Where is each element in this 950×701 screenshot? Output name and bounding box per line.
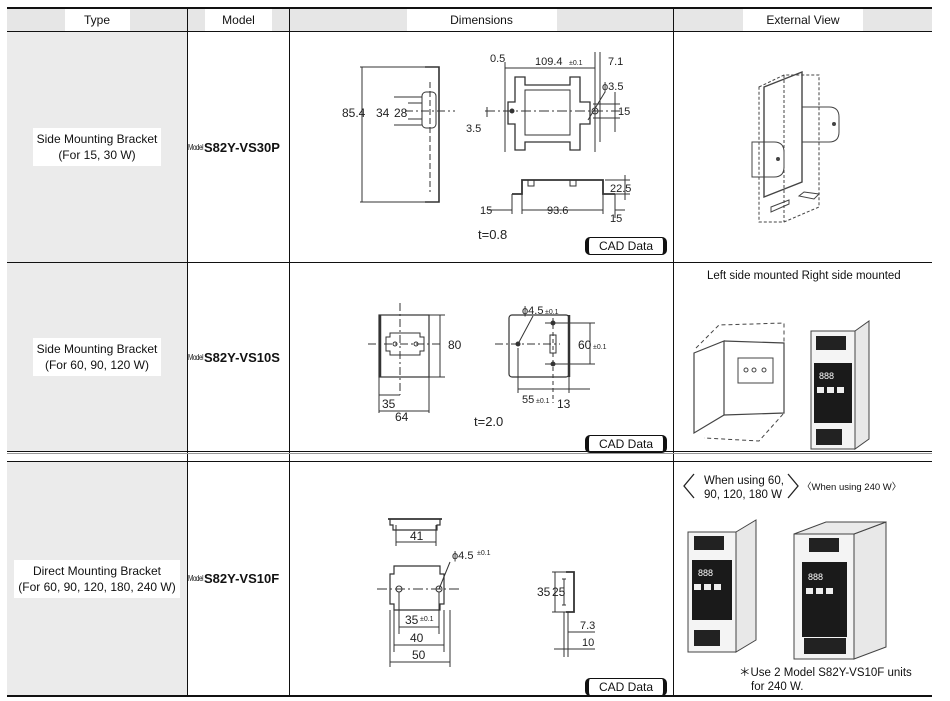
row-divider — [7, 461, 932, 462]
bracket-table: Type Model Dimensions External View Side… — [7, 7, 932, 697]
dim-label: 93.6 — [547, 205, 568, 217]
dim-label: 50 — [412, 648, 426, 662]
thickness-label: t=2.0 — [474, 414, 503, 429]
dim-label: 3.5 — [466, 123, 481, 135]
dim-label: ϕ3.5 — [602, 81, 623, 93]
external-view-cell: Left side mounted Right side mounted 888 — [674, 263, 932, 451]
dim-label: 41 — [410, 529, 424, 543]
dim-tolerance: ±0.1 — [477, 550, 491, 557]
dimensions-drawing: 80 35 64 ϕ4.5 ±0.1 60 ±0.1 55 ±0.1 13 t=… — [290, 263, 673, 453]
type-wattage: (For 60, 90, 120 W) — [44, 358, 150, 372]
dim-label: 35 — [382, 397, 396, 411]
row-divider — [7, 453, 932, 454]
dim-label: 35 — [405, 613, 419, 627]
dim-label: 64 — [395, 410, 409, 424]
type-name: Side Mounting Bracket — [36, 132, 158, 146]
dim-label: 34 — [376, 106, 390, 120]
footnote-line: ＊Use 2 Model S82Y-VS10F units — [739, 667, 912, 679]
dim-label: 10 — [582, 637, 594, 649]
dim-label: ϕ4.5 — [452, 550, 473, 562]
led-display: 888 — [808, 572, 823, 582]
table-bottom-border — [7, 695, 932, 697]
header-external-view: External View — [674, 9, 932, 32]
divider — [289, 9, 290, 695]
model-number: S82Y-VS10F — [204, 571, 280, 586]
dim-label: 15 — [480, 205, 492, 217]
footnote-line: for 240 W. — [751, 681, 804, 693]
dim-label: ϕ4.5 — [522, 305, 543, 317]
dimensions-drawing: 85.4 34 28 0.5 109.4 ±0.1 7.1 ϕ3.5 3.5 1… — [290, 32, 673, 262]
dim-label: 55 — [522, 394, 534, 406]
model-number: S82Y-VS10S — [204, 349, 280, 365]
divider — [673, 9, 674, 695]
dim-label: 85.4 — [342, 106, 366, 120]
bracket-illustration: 888 — [693, 320, 870, 450]
caption-60-180w: When using 60, 90, 120, 180 W — [704, 474, 784, 502]
dim-label: 7.3 — [580, 620, 595, 632]
mount-side-caption: Left side mounted Right side mounted — [707, 270, 901, 282]
row-divider — [7, 451, 932, 452]
model-number: S82Y-VS30P — [204, 139, 280, 155]
header-model: Model — [188, 9, 289, 32]
header-dimensions: Dimensions — [290, 9, 673, 32]
footnote: ＊Use 2 Model S82Y-VS10F units for 240 W. — [739, 666, 912, 694]
model-prefix: Model — [188, 142, 204, 152]
dim-label: 22.5 — [610, 183, 631, 195]
cad-data-button[interactable]: CAD Data — [585, 678, 667, 696]
external-view-cell: 888 888 When using 60, 90, 120, 180 W 〈W… — [674, 462, 932, 695]
dim-label: 0.5 — [490, 53, 505, 65]
cad-data-button[interactable]: CAD Data — [585, 435, 667, 453]
type-wattage: (For 60, 90, 120, 180, 240 W) — [18, 579, 176, 594]
type-cell: Side Mounting Bracket (For 60, 90, 120 W) — [7, 263, 187, 451]
type-cell: Side Mounting Bracket (For 15, 30 W) — [7, 32, 187, 262]
dim-tolerance: ±0.1 — [545, 309, 559, 316]
dim-label: 25 — [552, 585, 566, 599]
caption-240w: 〈When using 240 W〉 — [802, 482, 902, 493]
type-name: Direct Mounting Bracket — [32, 563, 162, 578]
cad-data-button[interactable]: CAD Data — [585, 237, 667, 255]
caption-line: 90, 120, 180 W — [704, 489, 782, 501]
type-wattage: (For 15, 30 W) — [58, 148, 136, 162]
dim-label: 28 — [394, 106, 408, 120]
model-prefix: Model — [188, 574, 204, 583]
dim-label: 80 — [448, 338, 462, 352]
dim-label: 13 — [557, 397, 571, 411]
thickness-label: t=0.8 — [478, 227, 507, 242]
led-display: 888 — [698, 568, 713, 578]
dim-label: 35 — [537, 585, 551, 599]
dim-tolerance: ±0.1 — [420, 616, 434, 623]
dim-label: 60 — [578, 338, 592, 352]
dimension-diagram: 85.4 34 28 0.5 109.4 ±0.1 7.1 ϕ3.5 3.5 1… — [342, 52, 631, 242]
dim-label: 40 — [410, 631, 424, 645]
dim-tolerance: ±0.1 — [569, 60, 583, 67]
bracket-illustration: 888 888 — [683, 473, 887, 660]
dim-tolerance: ±0.1 — [536, 398, 550, 405]
dim-label: 15 — [610, 213, 622, 225]
dim-label: 109.4 — [535, 56, 563, 68]
led-display: 888 — [819, 371, 834, 381]
bracket-illustration — [751, 70, 840, 223]
type-cell: Direct Mounting Bracket(For 60, 90, 120,… — [7, 462, 187, 695]
caption-line: When using 60, — [704, 475, 784, 487]
dimensions-drawing: 41 ϕ4.5 ±0.1 35 ±0.1 40 50 35 25 7.3 10 … — [290, 462, 673, 696]
dim-label: 7.1 — [608, 56, 623, 68]
type-name: Side Mounting Bracket — [36, 342, 158, 356]
row-divider — [7, 262, 932, 263]
divider — [187, 9, 188, 695]
dimension-diagram: 41 ϕ4.5 ±0.1 35 ±0.1 40 50 35 25 7.3 10 — [377, 518, 595, 667]
header-type: Type — [7, 9, 187, 32]
dim-tolerance: ±0.1 — [593, 344, 607, 351]
dim-label: 15 — [618, 106, 630, 118]
external-view-cell — [674, 32, 932, 262]
dimension-diagram: 80 35 64 ϕ4.5 ±0.1 60 ±0.1 55 ±0.1 13 t=… — [368, 303, 607, 429]
model-prefix: Model — [188, 352, 204, 362]
